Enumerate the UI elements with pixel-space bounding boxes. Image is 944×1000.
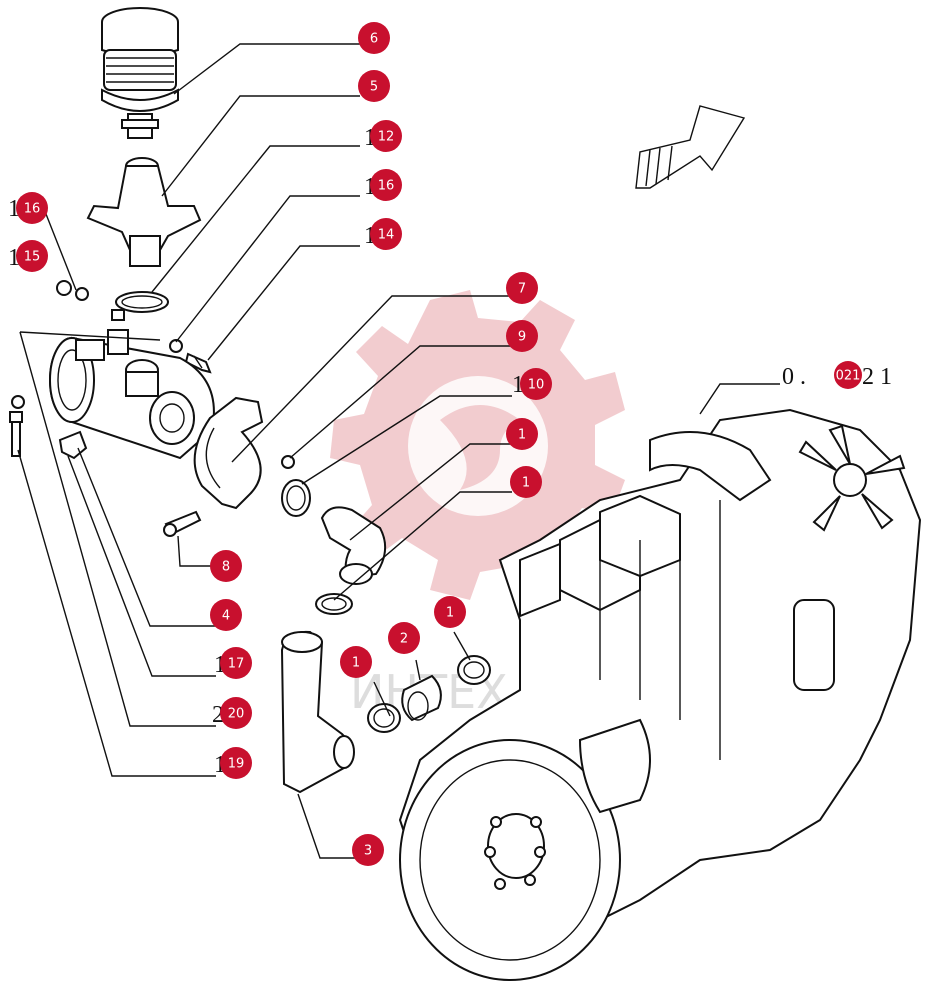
callout-3-label: 3 <box>364 844 372 859</box>
callout-1-c: 1 <box>340 646 372 678</box>
callout-19: 1 19 <box>214 747 252 779</box>
nuts-washers <box>11 280 295 469</box>
bracket-clamp-7 <box>193 396 264 510</box>
callout-1-a: 1 <box>506 418 538 450</box>
callout-6-label: 6 <box>370 32 378 47</box>
callout-19-label: 19 <box>228 757 245 772</box>
drain-valve-17 <box>58 430 88 460</box>
callout-4-label: 4 <box>222 609 230 624</box>
reference-code-badge: 021 <box>834 361 862 389</box>
callout-3: 3 <box>352 834 384 866</box>
callout-7: 7 <box>506 272 538 304</box>
direction-arrow-icon <box>635 105 746 189</box>
callout-2: 2 <box>388 622 420 654</box>
hose-clamp-right <box>457 655 491 685</box>
leader-lines <box>17 43 780 859</box>
callout-20: 2 20 <box>212 697 252 729</box>
callout-12-label: 12 <box>378 130 395 145</box>
intake-pipe-3 <box>280 630 355 794</box>
callout-1-d: 1 <box>434 596 466 628</box>
callout-1-a-label: 1 <box>518 428 526 443</box>
long-bolt-19 <box>9 411 23 457</box>
fan-icon <box>798 424 906 532</box>
reference-code-left: 0 . <box>782 364 806 390</box>
callout-1-b: 1 <box>510 466 542 498</box>
callout-15-label: 15 <box>24 250 41 265</box>
callout-5-label: 5 <box>370 80 378 95</box>
hose-clamp-10 <box>281 479 311 517</box>
callout-16-left-label: 16 <box>24 202 41 217</box>
sleeve-2 <box>401 674 442 722</box>
callout-15: 1 15 <box>8 240 48 272</box>
callout-20-label: 20 <box>228 707 245 722</box>
callout-16-left: 1 16 <box>8 192 48 224</box>
callout-16-right: 1 16 <box>364 169 402 201</box>
reference-code-badge-text: 021 <box>836 369 861 384</box>
callout-10: 1 10 <box>512 368 552 400</box>
callout-9: 9 <box>506 320 538 352</box>
callout-2-label: 2 <box>400 632 408 647</box>
reference-code-right: 2 1 <box>862 364 892 390</box>
callout-17-label: 17 <box>228 657 245 672</box>
callout-5: 5 <box>358 70 390 102</box>
callout-8-label: 8 <box>222 560 230 575</box>
callout-6: 6 <box>358 22 390 54</box>
callout-10-label: 10 <box>528 378 545 393</box>
hose-clamp-mid <box>315 593 353 615</box>
callout-12: 1 12 <box>364 120 402 152</box>
callout-14: 1 14 <box>364 218 402 250</box>
air-filter-housing <box>49 329 215 460</box>
callout-4: 4 <box>210 599 242 631</box>
callout-1-d-label: 1 <box>446 606 454 621</box>
engine-block <box>398 408 922 981</box>
callout-16-right-label: 16 <box>378 179 395 194</box>
callout-1-b-label: 1 <box>522 476 530 491</box>
callout-9-label: 9 <box>518 330 526 345</box>
air-filter-cap <box>101 7 179 139</box>
hose-clamp-low <box>367 703 401 733</box>
callout-17: 1 17 <box>214 647 252 679</box>
precleaner-body <box>86 157 202 267</box>
bolt-8 <box>163 510 202 537</box>
callout-1-c-label: 1 <box>352 656 360 671</box>
callout-8: 8 <box>210 550 242 582</box>
callout-14-label: 14 <box>378 228 395 243</box>
hose-clamp-12 <box>111 291 169 321</box>
callout-7-label: 7 <box>518 282 526 297</box>
